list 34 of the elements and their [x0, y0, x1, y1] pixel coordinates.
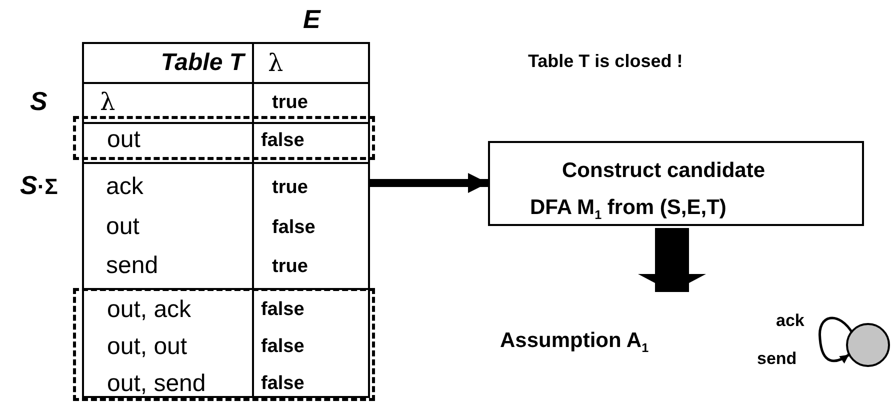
table-cell-text: out, out	[107, 332, 188, 362]
table-cell-text: false	[261, 298, 304, 322]
transition-label: ack	[776, 312, 804, 329]
table-cell-text: out	[106, 212, 140, 242]
process-box	[488, 141, 864, 226]
column-header: Table T	[160, 48, 244, 78]
table-cell-text: send	[106, 251, 158, 281]
output-label: Assumption A$_{1}$	[500, 330, 649, 355]
row-set-label: S·Σ	[20, 172, 58, 198]
dashed-highlight-box	[73, 288, 375, 401]
status-note: Table T is closed !	[528, 52, 683, 70]
arrow	[370, 173, 488, 193]
table-cell-text: out, send	[107, 368, 206, 398]
state-circle	[846, 323, 890, 367]
process-text: DFA M$_{1}$ from (S,E,T)	[530, 197, 726, 222]
table-cell-text: λ	[100, 87, 116, 118]
table-cell-text: true	[272, 254, 308, 278]
table-frame	[82, 42, 370, 398]
table-cell-text: false	[261, 128, 304, 152]
table-cell-text: out, ack	[107, 294, 192, 324]
self-loop-arrow	[818, 316, 854, 364]
table-cell-text: false	[272, 216, 316, 240]
table-cell-text: ack	[106, 172, 144, 202]
table-cell-text: false	[261, 335, 304, 359]
table-cell-text: true	[272, 90, 308, 114]
column-set-label: E	[303, 6, 320, 32]
table-cell-text: false	[261, 372, 304, 396]
arrow	[638, 228, 706, 292]
table-cell-text: out	[107, 125, 140, 155]
table-cell-text: true	[272, 176, 308, 200]
transition-label: send	[757, 350, 797, 367]
process-text: Construct candidate	[562, 160, 766, 181]
row-set-label: S	[30, 88, 48, 114]
table-cell-text: λ	[268, 48, 284, 79]
